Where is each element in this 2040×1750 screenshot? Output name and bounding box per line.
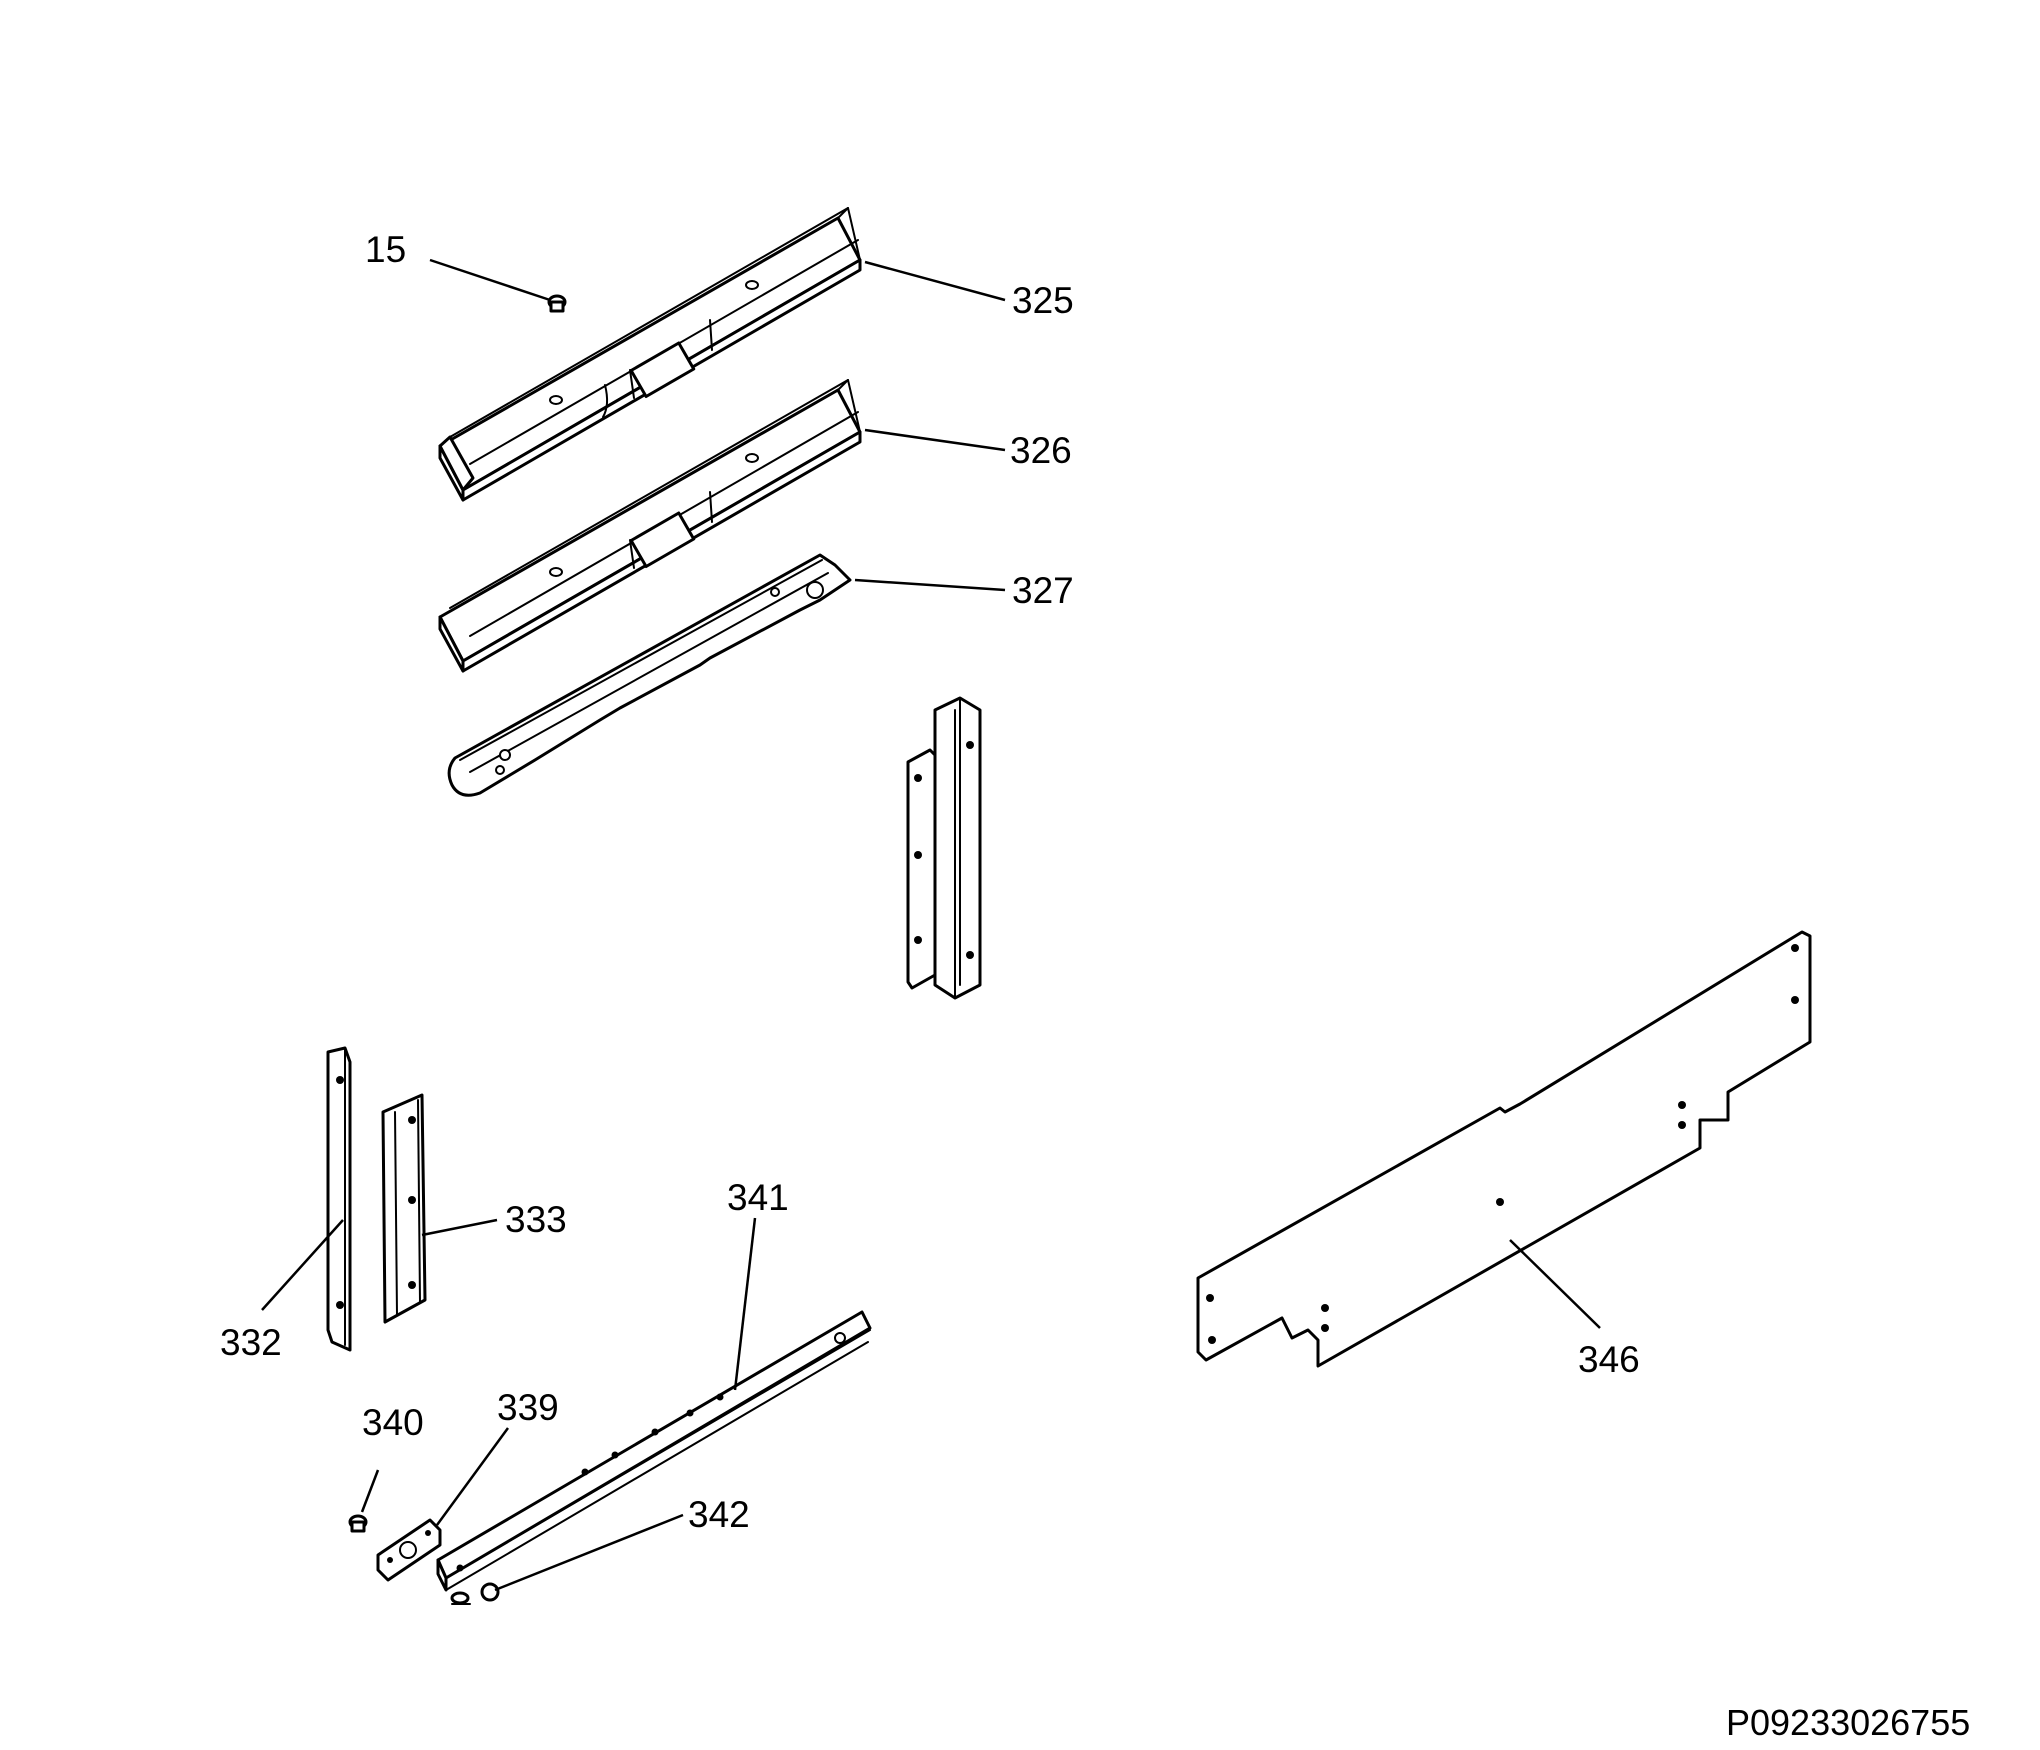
upright-bracket <box>906 696 982 1000</box>
part-327-bracket <box>447 553 852 797</box>
label-327: 327 <box>1012 570 1074 611</box>
part-346-panel <box>1196 930 1812 1368</box>
leader-339 <box>435 1427 510 1526</box>
leader-327 <box>854 578 1006 592</box>
part-15-knob <box>547 294 567 313</box>
part-333-strip <box>381 1093 427 1324</box>
label-326: 326 <box>1010 430 1072 471</box>
leader-326 <box>864 428 1006 452</box>
leader-346 <box>1509 1239 1601 1329</box>
label-325: 325 <box>1012 280 1074 321</box>
label-333: 333 <box>505 1199 567 1240</box>
leader-342 <box>494 1513 684 1592</box>
label-332: 332 <box>220 1322 282 1363</box>
leader-325 <box>864 260 1006 302</box>
label-340: 340 <box>362 1402 424 1443</box>
leader-15 <box>429 258 551 302</box>
part-339-plate <box>376 1518 442 1582</box>
label-15: 15 <box>365 229 406 270</box>
callouts: 15 325 326 327 332 333 339 340 341 342 3… <box>220 229 1640 1535</box>
part-341-rail <box>436 1310 872 1592</box>
drawing-number: P09233026755 <box>1726 1702 1970 1743</box>
part-325-rail <box>438 207 862 502</box>
part-332-strip <box>326 1046 352 1352</box>
part-326-rail <box>438 379 862 673</box>
label-342: 342 <box>688 1494 750 1535</box>
part-342-clip <box>450 1582 500 1605</box>
leader-lines <box>261 258 1601 1592</box>
leader-332 <box>261 1219 344 1311</box>
leader-340 <box>360 1469 380 1513</box>
label-346: 346 <box>1578 1339 1640 1380</box>
leader-333 <box>421 1218 498 1237</box>
label-339: 339 <box>497 1387 559 1428</box>
label-341: 341 <box>727 1177 789 1218</box>
part-340-screw <box>348 1514 368 1533</box>
leader-341 <box>733 1217 757 1391</box>
